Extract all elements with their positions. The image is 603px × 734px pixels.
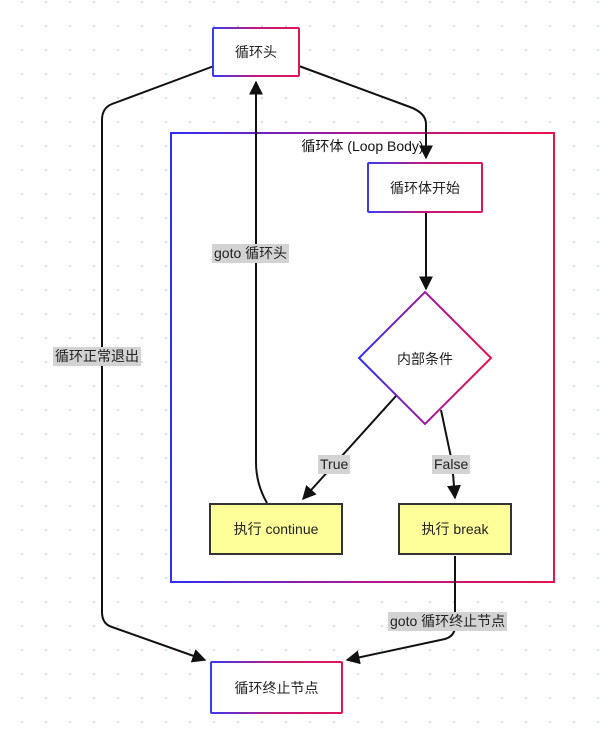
condition-diamond-shape — [357, 290, 493, 426]
exec-continue-label: 执行 continue — [233, 521, 319, 537]
exec-continue-node[interactable]: 执行 continue — [209, 503, 343, 555]
edge-condition-true — [302, 395, 397, 501]
true-edge-label: True — [318, 455, 351, 474]
loop-head-node[interactable]: 循环头 — [212, 27, 300, 77]
loop-end-label: 循环终止节点 — [234, 679, 319, 696]
exec-break-node[interactable]: 执行 break — [398, 503, 512, 555]
exec-break-label: 执行 break — [421, 521, 489, 537]
edge-break-to-end — [345, 556, 456, 665]
edge-normal-exit — [101, 65, 215, 663]
goto-head-edge-label: goto 循环头 — [212, 244, 290, 263]
goto-end-edge-label: goto 循环终止节点 — [388, 612, 508, 631]
edge-condition-false — [440, 409, 461, 500]
normal-exit-edge-label: 循环正常退出 — [53, 347, 141, 366]
inner-condition-label: 内部条件 — [397, 351, 453, 367]
loop-end-node[interactable]: 循环终止节点 — [210, 661, 343, 714]
false-edge-label: False — [432, 455, 471, 474]
loop-body-title: 循环体 (Loop Body) — [301, 138, 424, 154]
loop-head-label: 循环头 — [235, 44, 277, 60]
body-start-node[interactable]: 循环体开始 — [367, 162, 483, 213]
edge-head-to-body — [298, 65, 433, 160]
edge-continue-to-head — [249, 80, 268, 504]
body-start-label: 循环体开始 — [390, 179, 460, 196]
